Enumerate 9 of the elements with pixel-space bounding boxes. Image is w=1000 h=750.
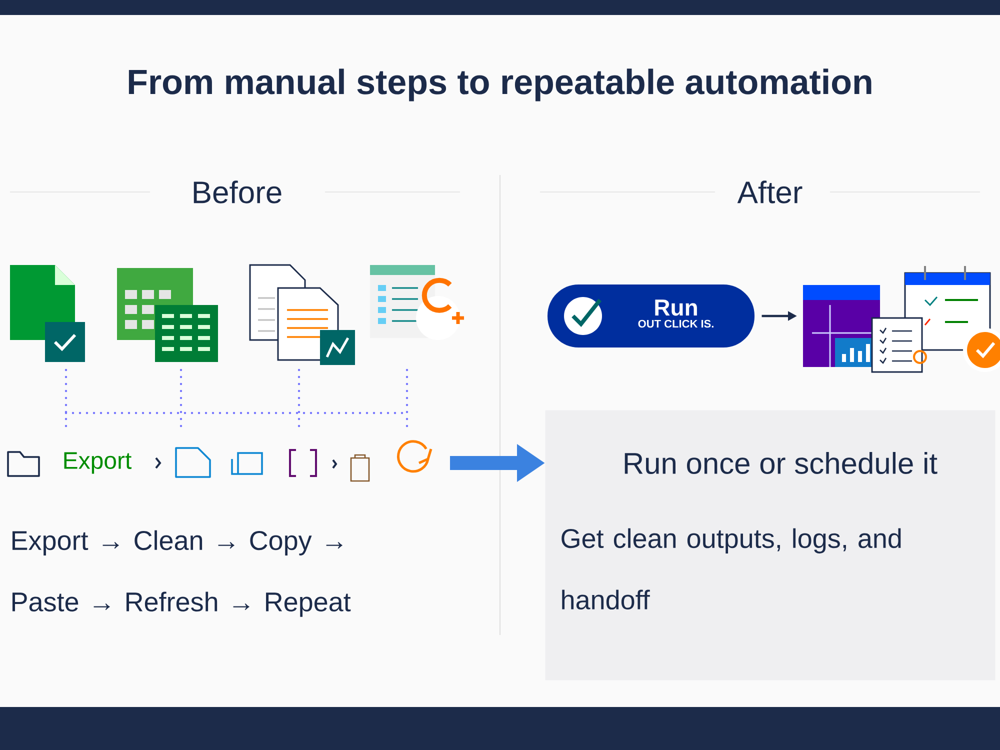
section-heading: After [737,180,802,204]
run-button: Run OUT CLICK IS. [548,284,754,348]
title: From manual steps to repeatable automation [128,68,872,102]
dashboard-drawing [803,265,1000,373]
panel-text: Get clean outputs, logs, and handoff [562,528,901,610]
step-label: Export [64,452,132,474]
section-heading: Before [194,180,282,204]
steps-text: Export → Clean → Copy → Paste → Refresh → Repeat [12,530,351,617]
panel-heading: Run once or schedule it [624,452,938,474]
